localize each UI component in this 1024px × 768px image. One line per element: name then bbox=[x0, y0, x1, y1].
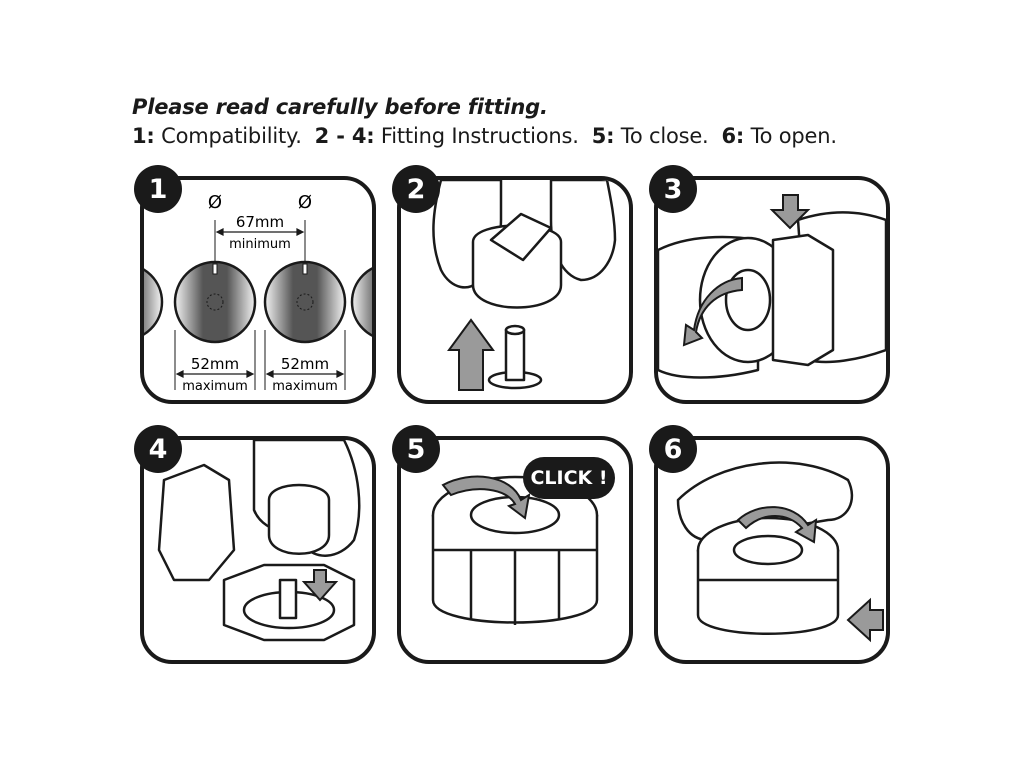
diameter-symbol-left: Ø bbox=[208, 192, 222, 213]
up-arrow-icon bbox=[447, 318, 495, 391]
step-1-badge: 1 bbox=[134, 165, 182, 213]
hand bbox=[676, 461, 854, 542]
step-6-badge: 6 bbox=[649, 425, 697, 473]
guard-octagon-ring bbox=[771, 233, 835, 367]
spacing-value: 67mm bbox=[236, 213, 284, 231]
knob-right-label: maximum bbox=[272, 379, 338, 394]
knob-left-value: 52mm bbox=[191, 355, 239, 373]
open-guard-illustration bbox=[676, 461, 884, 643]
step-3-badge: 3 bbox=[649, 165, 697, 213]
partial-knob-left bbox=[144, 268, 164, 336]
down-arrow-icon bbox=[301, 569, 339, 602]
guard-body bbox=[696, 550, 840, 635]
click-label: CLICK ! bbox=[523, 457, 615, 499]
legend-step-1-text: Compatibility. bbox=[154, 124, 302, 148]
diameter-symbol-right: Ø bbox=[298, 192, 312, 213]
knob-left bbox=[173, 260, 257, 344]
knob-right-value: 52mm bbox=[281, 355, 329, 373]
legend-step-6-text: To open. bbox=[744, 124, 837, 148]
cooker-knob bbox=[471, 224, 563, 309]
instructions-legend: 1: Compatibility. 2 - 4: Fitting Instruc… bbox=[132, 124, 837, 148]
partial-knob-right bbox=[350, 267, 372, 337]
step-4-panel bbox=[140, 436, 376, 664]
step-2-badge: 2 bbox=[392, 165, 440, 213]
cooker-knob bbox=[267, 483, 331, 555]
down-arrow-icon bbox=[769, 194, 811, 230]
rotate-arrow-icon bbox=[682, 276, 743, 347]
step-1-panel: Ø Ø 67mm minimum 52mm maximum 52mm maxim… bbox=[140, 176, 376, 404]
legend-step-5-number: 5: bbox=[591, 124, 615, 148]
knob-grip bbox=[489, 212, 553, 262]
step-6-panel bbox=[654, 436, 890, 664]
press-arrow-icon bbox=[846, 597, 884, 643]
step-5-badge: 5 bbox=[392, 425, 440, 473]
knob-left-label: maximum bbox=[182, 379, 248, 394]
page-title: Please read carefully before fitting. bbox=[132, 95, 548, 119]
knob-right bbox=[263, 260, 347, 344]
spindle-shaft bbox=[278, 578, 298, 620]
twist-base-illustration bbox=[658, 194, 886, 379]
remove-knob-illustration bbox=[432, 180, 617, 391]
spindle-shaft bbox=[504, 328, 526, 382]
legend-step-2-4-number: 2 - 4: bbox=[314, 124, 375, 148]
legend-step-5-text: To close. bbox=[614, 124, 709, 148]
rotate-arrow-icon bbox=[736, 506, 818, 544]
fit-base-illustration bbox=[157, 440, 361, 642]
legend-step-2-4-text: Fitting Instructions. bbox=[374, 124, 579, 148]
legend-step-6-number: 6: bbox=[721, 124, 745, 148]
guard-lid-open bbox=[157, 463, 236, 582]
step-2-panel bbox=[397, 176, 633, 404]
close-arrow-icon bbox=[441, 475, 531, 520]
step-4-badge: 4 bbox=[134, 425, 182, 473]
spacing-label: minimum bbox=[229, 237, 291, 252]
compatibility-illustration: Ø Ø 67mm minimum 52mm maximum 52mm maxim… bbox=[144, 192, 372, 394]
step-3-panel bbox=[654, 176, 890, 404]
legend-step-1-number: 1: bbox=[132, 124, 155, 148]
